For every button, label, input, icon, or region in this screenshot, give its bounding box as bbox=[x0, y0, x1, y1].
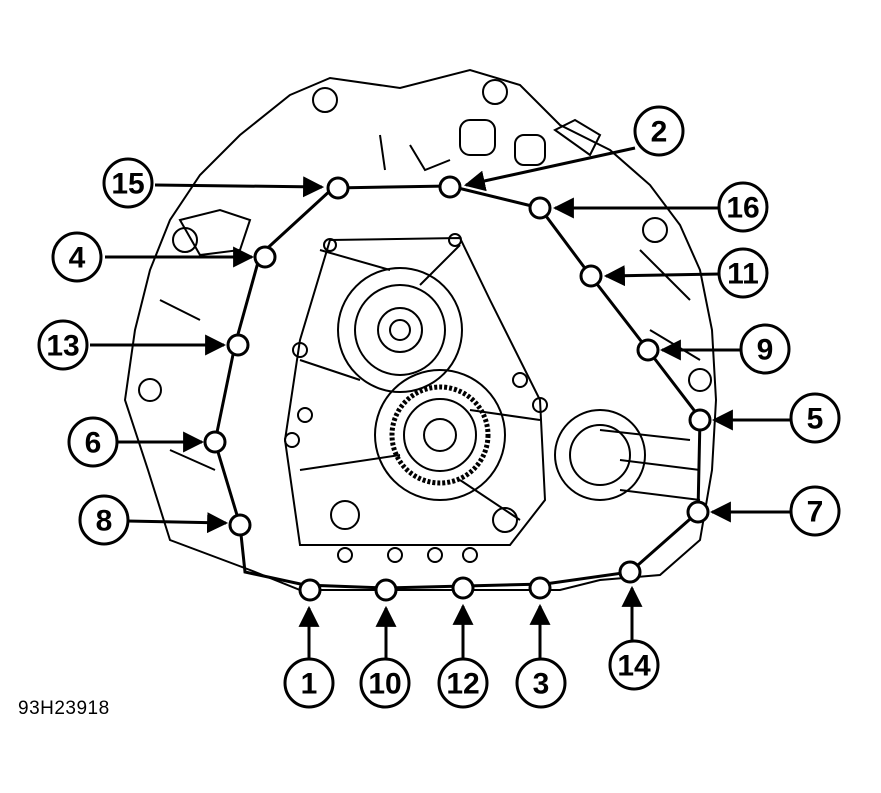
bolt-8 bbox=[228, 513, 252, 537]
bolt-5 bbox=[688, 408, 712, 432]
case-ribs bbox=[283, 233, 548, 563]
callout-label-1: 1 bbox=[301, 668, 318, 701]
bolt-14 bbox=[618, 560, 642, 584]
callout-label-3: 3 bbox=[533, 668, 550, 701]
bolt-9 bbox=[636, 338, 660, 362]
callout-label-8: 8 bbox=[96, 505, 113, 538]
bolt-15 bbox=[326, 176, 350, 200]
bolt-3 bbox=[528, 576, 552, 600]
callout-label-13: 13 bbox=[46, 330, 79, 363]
bolt-16 bbox=[528, 196, 552, 220]
bolt-1 bbox=[298, 578, 322, 602]
upper-shaft-bearing bbox=[337, 267, 463, 393]
callout-label-2: 2 bbox=[651, 116, 668, 149]
bolt-11 bbox=[579, 264, 603, 288]
bolt-4 bbox=[253, 245, 277, 269]
callout-label-6: 6 bbox=[85, 427, 102, 460]
callout-label-7: 7 bbox=[807, 496, 824, 529]
bolt-6 bbox=[203, 430, 227, 454]
callout-label-4: 4 bbox=[69, 242, 86, 275]
callout-label-12: 12 bbox=[446, 668, 479, 701]
callout-label-14: 14 bbox=[617, 650, 651, 683]
lower-shaft-bearing bbox=[374, 369, 506, 501]
bolt-12 bbox=[451, 576, 475, 600]
callout-label-11: 11 bbox=[727, 258, 759, 291]
callout-label-9: 9 bbox=[757, 334, 774, 367]
callout-label-10: 10 bbox=[368, 668, 401, 701]
callout-label-5: 5 bbox=[807, 403, 824, 436]
callout-label-16: 16 bbox=[726, 192, 759, 225]
bolt-7 bbox=[686, 500, 710, 524]
transaxle-housing bbox=[123, 68, 718, 591]
bolt-2 bbox=[438, 175, 462, 199]
figure-code: 93H23918 bbox=[18, 698, 110, 719]
bolt-13 bbox=[226, 333, 250, 357]
callout-labels: 1 2 3 4 5 6 7 8 9 10 11 12 13 14 15 16 bbox=[46, 116, 823, 701]
bolt-10 bbox=[374, 578, 398, 602]
bolt-heads bbox=[203, 175, 712, 602]
leader-arrows bbox=[90, 146, 790, 660]
callout-circles bbox=[37, 105, 841, 709]
differential-bore bbox=[554, 409, 646, 501]
callout-label-15: 15 bbox=[111, 168, 144, 201]
